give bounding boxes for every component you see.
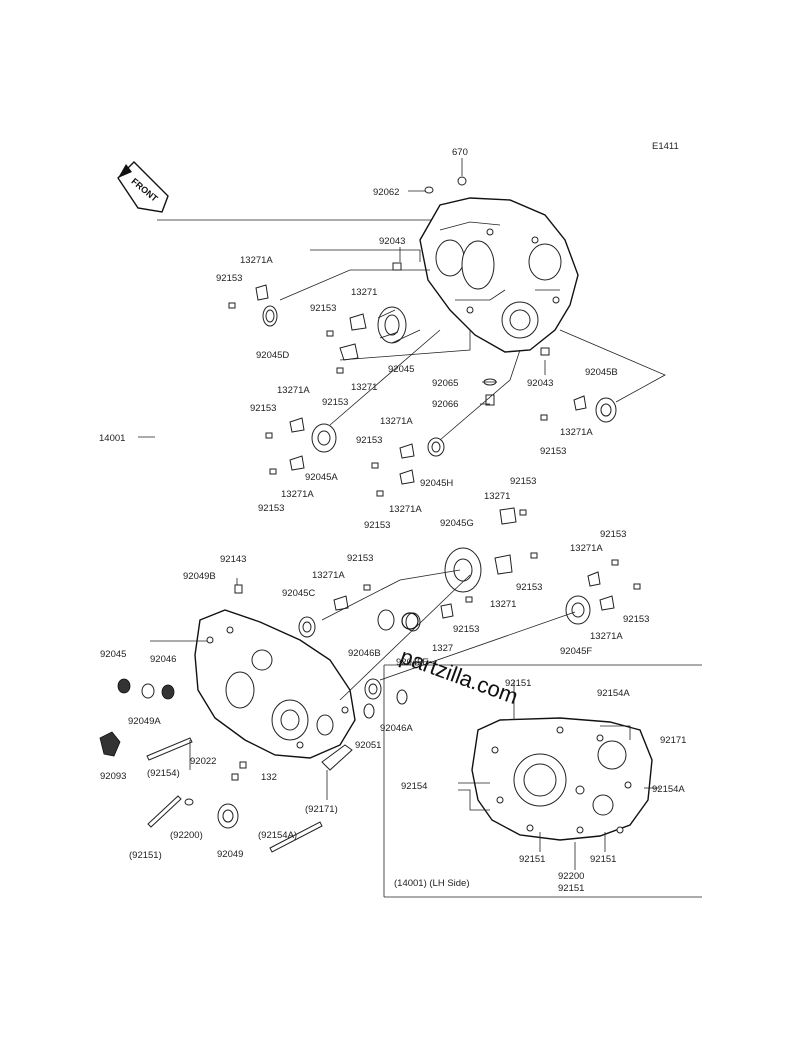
label-92151: 92151 xyxy=(505,678,531,689)
label-13271: 13271 xyxy=(351,287,377,298)
bearing-92045F xyxy=(565,595,591,625)
label-92043: 92043 xyxy=(527,378,553,389)
inset-caption: (14001) (LH Side) xyxy=(394,878,470,889)
bearing-92045 xyxy=(377,306,407,344)
label-92153: 92153 xyxy=(516,582,542,593)
seal-92049 xyxy=(217,803,239,829)
label-92153: 92153 xyxy=(310,303,336,314)
label-92062: 92062 xyxy=(373,187,399,198)
label-92153: 92153 xyxy=(623,614,649,625)
label-13271A: 13271A xyxy=(277,385,310,396)
label-92151: 92151 xyxy=(590,854,616,865)
label-92049B: 92049B xyxy=(183,571,216,582)
label-92154A: 92154A xyxy=(652,784,685,795)
seal-92046A xyxy=(396,689,408,705)
label-92043: 92043 xyxy=(379,236,405,247)
label-92093: 92093 xyxy=(100,771,126,782)
label-92045C: 92045C xyxy=(282,588,315,599)
bearing-92045A xyxy=(311,423,337,453)
label-92022: 92022 xyxy=(190,756,216,767)
seal-92046B xyxy=(364,678,382,700)
label-92154A-paren: (92154A) xyxy=(258,830,297,841)
inset-frame xyxy=(383,664,702,898)
label-92066: 92066 xyxy=(432,399,458,410)
label-14001: 14001 xyxy=(99,433,125,444)
label-13271A: 13271A xyxy=(240,255,273,266)
label-92153: 92153 xyxy=(364,520,390,531)
label-92153: 92153 xyxy=(453,624,479,635)
label-92045B: 92045B xyxy=(585,367,618,378)
label-92151: 92151 xyxy=(558,883,584,894)
label-92045H: 92045H xyxy=(420,478,453,489)
diagram-code: E1411 xyxy=(652,141,679,152)
label-92049: 92049 xyxy=(217,849,243,860)
label-92045: 92045 xyxy=(388,364,414,375)
part-labels: 670 92062 92043 13271A 92153 13271 92153… xyxy=(99,147,686,894)
cap-92093 xyxy=(99,731,121,757)
label-92153: 92153 xyxy=(356,435,382,446)
label-92065: 92065 xyxy=(432,378,458,389)
label-13271A: 13271A xyxy=(570,543,603,554)
label-13271: 13271 xyxy=(490,599,516,610)
seal-92045H xyxy=(427,437,445,457)
label-92143: 92143 xyxy=(220,554,246,565)
label-92045E: 92045E xyxy=(396,657,429,668)
label-92045G: 92045G xyxy=(440,518,474,529)
seal-92045C xyxy=(298,616,316,638)
label-1327: 1327 xyxy=(432,643,453,654)
label-92045A: 92045A xyxy=(305,472,338,483)
label-13271A: 13271A xyxy=(312,570,345,581)
label-92153: 92153 xyxy=(258,503,284,514)
label-92171: 92171 xyxy=(660,735,686,746)
label-13271A: 13271A xyxy=(560,427,593,438)
label-92051: 92051 xyxy=(355,740,381,751)
label-13271: 13271 xyxy=(351,382,377,393)
label-92045: 92045 xyxy=(100,649,126,660)
leader-lines xyxy=(138,158,666,870)
label-92153: 92153 xyxy=(322,397,348,408)
label-92200-paren: (92200) xyxy=(170,830,203,841)
seal-92046-left xyxy=(117,678,175,700)
label-92046B: 92046B xyxy=(348,648,381,659)
label-13271A: 13271A xyxy=(590,631,623,642)
label-92153: 92153 xyxy=(600,529,626,540)
label-13271: 13271 xyxy=(484,491,510,502)
label-92153: 92153 xyxy=(540,446,566,457)
bolts-and-plates xyxy=(146,176,641,853)
label-92153: 92153 xyxy=(250,403,276,414)
label-13271A: 13271A xyxy=(281,489,314,500)
right-crankcase-illustration xyxy=(419,197,579,353)
lh-crankcase-inset-illustration xyxy=(471,717,653,841)
label-92046A: 92046A xyxy=(380,723,413,734)
label-92046: 92046 xyxy=(150,654,176,665)
label-13271A: 13271A xyxy=(380,416,413,427)
left-crankcase-illustration xyxy=(194,609,356,759)
label-92200: 92200 xyxy=(558,871,584,882)
label-92171-paren: (92171) xyxy=(305,804,338,815)
seal-92045D xyxy=(262,305,278,327)
label-92154A: 92154A xyxy=(597,688,630,699)
bearing-92045-lower xyxy=(444,547,482,593)
label-92151-paren: (92151) xyxy=(129,850,162,861)
label-92154: 92154 xyxy=(401,781,427,792)
label-92154-paren: (92154) xyxy=(147,768,180,779)
label-132: 132 xyxy=(261,772,277,783)
oring-92051 xyxy=(363,703,375,719)
label-92153: 92153 xyxy=(216,273,242,284)
label-92049A: 92049A xyxy=(128,716,161,727)
watermark-text: partzilla.com xyxy=(397,643,522,709)
front-arrow-icon: FRONT xyxy=(117,161,169,213)
label-92151: 92151 xyxy=(519,854,545,865)
label-92045F: 92045F xyxy=(560,646,592,657)
seal-92045B xyxy=(595,397,617,423)
label-92153: 92153 xyxy=(347,553,373,564)
label-92045D: 92045D xyxy=(256,350,289,361)
label-92153: 92153 xyxy=(510,476,536,487)
label-670: 670 xyxy=(452,147,468,158)
label-13271A: 13271A xyxy=(389,504,422,515)
